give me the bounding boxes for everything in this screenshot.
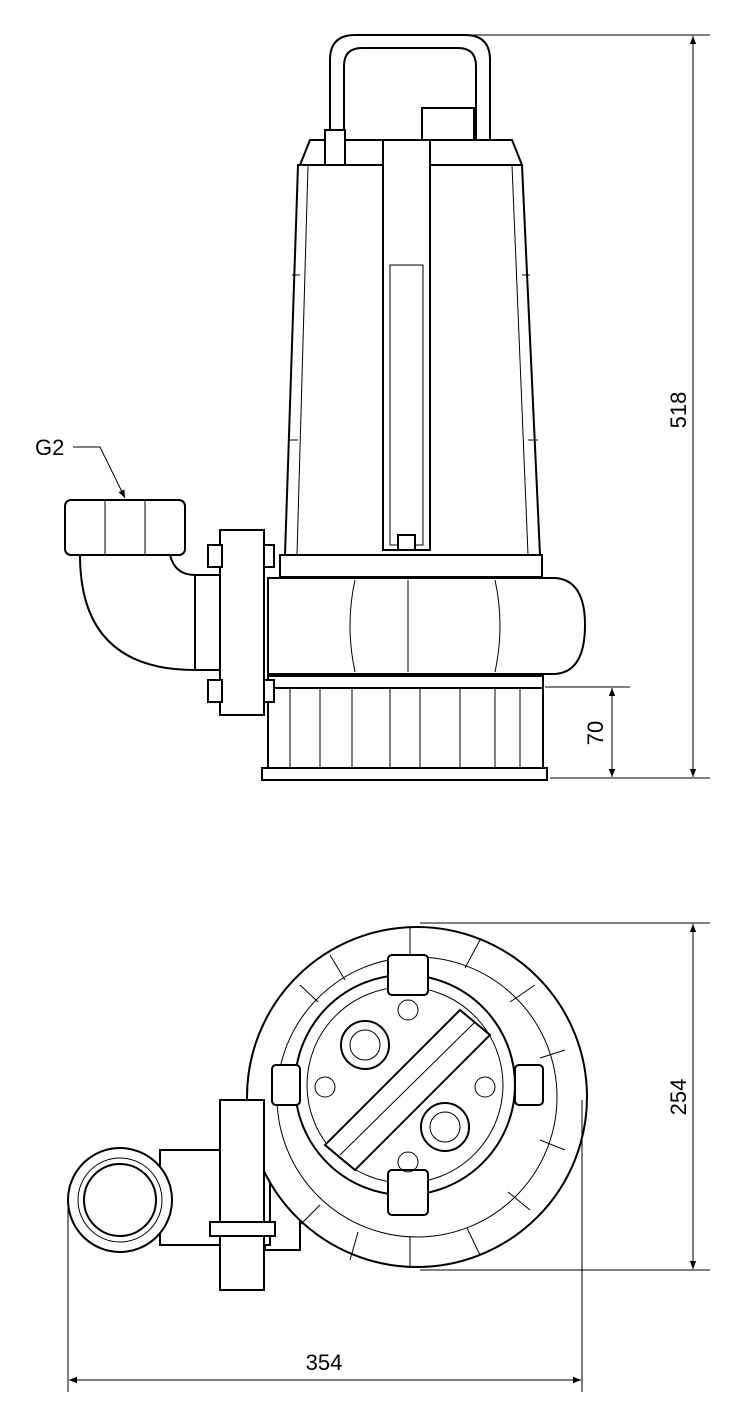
hex-screw <box>324 129 346 166</box>
cable-bar-top <box>323 1008 492 1172</box>
dim-254-label: 254 <box>666 1079 691 1116</box>
dim-354-label: 354 <box>306 1350 343 1375</box>
discharge-flange-top <box>219 1099 265 1291</box>
cable-bar <box>382 139 431 551</box>
dim-70-label: 70 <box>583 721 608 745</box>
g2-label: G2 <box>35 435 64 460</box>
width-dimension-354: 354 <box>67 1100 583 1392</box>
volute-casing <box>267 577 587 675</box>
height-dimension-518: 518 <box>420 34 710 779</box>
dim-518-label: 518 <box>666 392 691 429</box>
discharge-flange <box>219 529 265 716</box>
cable-gland <box>421 107 475 143</box>
carry-handle <box>329 34 491 140</box>
fixing-lugs <box>271 954 544 1216</box>
strainer-base <box>267 687 544 769</box>
depth-dimension-254: 254 <box>420 922 710 1271</box>
discharge-elbow <box>78 554 196 672</box>
g2-callout: G2 <box>35 435 126 499</box>
top-view <box>67 926 588 1291</box>
g2-nut <box>64 499 186 556</box>
side-view <box>64 34 587 781</box>
base-height-dimension-70: 70 <box>545 686 630 777</box>
